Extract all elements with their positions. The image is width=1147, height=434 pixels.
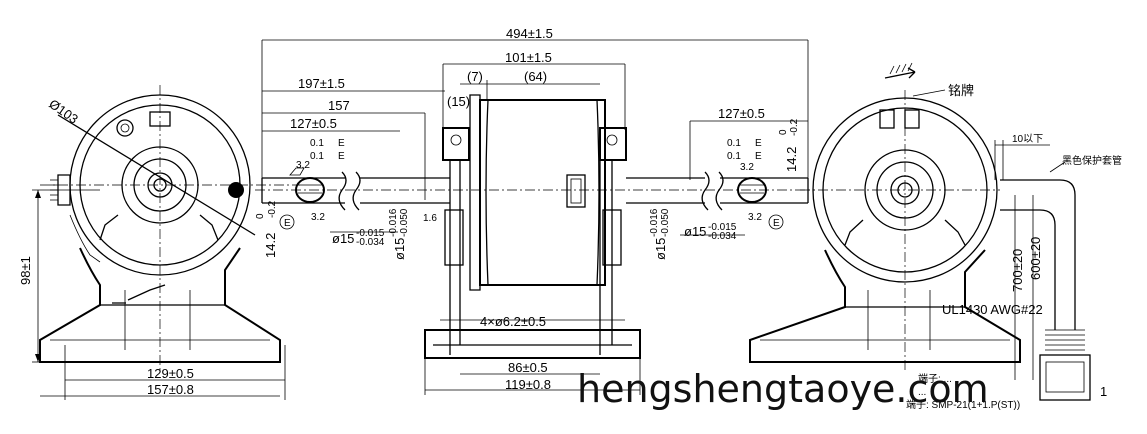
lead-600-label: 600±20 bbox=[1028, 237, 1043, 280]
roughness-3: 3.2 bbox=[740, 162, 754, 173]
left-end-view: Ø103 98±1 129±0.5 157±0.8 bbox=[18, 85, 300, 400]
base-86-label: 86±0.5 bbox=[508, 360, 548, 375]
roughness-1: 3.2 bbox=[296, 160, 310, 171]
small-dim-16: 1.6 bbox=[423, 213, 437, 224]
flat-tol-upper-left: 0 bbox=[255, 213, 266, 219]
flat-height-left: 14.2 bbox=[263, 233, 278, 258]
shaft-tol-upper-left: -0.015 bbox=[356, 228, 385, 239]
sleeve-label: 黑色保护套管 bbox=[1062, 154, 1122, 167]
datum-circle-left: E bbox=[284, 218, 291, 229]
flat-tol-lower-left: -0.2 bbox=[267, 200, 278, 218]
lead-700-label: 700±20 bbox=[1010, 249, 1025, 292]
shaft-fit-lower-right: -0.050 bbox=[660, 208, 671, 237]
dim-64-label: (64) bbox=[524, 69, 547, 84]
dim-7-label: (7) bbox=[467, 69, 483, 84]
dim-127-left-label: 127±0.5 bbox=[290, 116, 337, 131]
pin-1-label: 1 bbox=[1100, 384, 1107, 399]
runout-4: 0.1 bbox=[727, 151, 741, 162]
runout-2: 0.1 bbox=[310, 151, 324, 162]
shaft-dia-right: ø15 bbox=[684, 224, 706, 239]
shaft-fit-upper-right: -0.016 bbox=[649, 208, 660, 237]
shaft-tol-lower-right: -0.034 bbox=[708, 231, 737, 242]
runout-1: 0.1 bbox=[310, 138, 324, 149]
holes-label: 4×ø6.2±0.5 bbox=[480, 314, 546, 329]
shaft-tol-upper-right: -0.015 bbox=[708, 222, 737, 233]
connector-a: 端子: ... bbox=[918, 372, 952, 385]
roughness-2: 3.2 bbox=[311, 212, 325, 223]
nameplate-label: 铭牌 bbox=[948, 83, 974, 98]
datum-2: E bbox=[338, 151, 345, 162]
right-end-view: 铭牌 10以下 黑色保护套管 700±20 600±20 UL1430 AWG#… bbox=[749, 62, 1122, 411]
connector-b: ... bbox=[918, 387, 926, 398]
shaft-fit-lower-left: -0.050 bbox=[399, 208, 410, 237]
dia-103-label: Ø103 bbox=[46, 96, 81, 127]
roughness-4: 3.2 bbox=[748, 212, 762, 223]
wire-exit-label: 10以下 bbox=[1012, 134, 1043, 145]
datum-4: E bbox=[755, 151, 762, 162]
flat-tol-lower-right: -0.2 bbox=[789, 118, 800, 136]
dim-127-right-label: 127±0.5 bbox=[718, 106, 765, 121]
height-98-label: 98±1 bbox=[18, 256, 33, 285]
flat-height-right: 14.2 bbox=[784, 147, 799, 172]
connector-c: 端子: SMP-21(1+1.P(ST)) bbox=[906, 398, 1020, 411]
shaft-tol-lower-left: -0.034 bbox=[356, 237, 385, 248]
datum-circle-right: E bbox=[773, 218, 780, 229]
body-length-label: 101±1.5 bbox=[505, 50, 552, 65]
shaft-fit-left: ø15 bbox=[392, 238, 407, 260]
watermark: hengshengtaoye.com bbox=[577, 367, 989, 411]
datum-3: E bbox=[755, 138, 762, 149]
shaft-fit-right: ø15 bbox=[653, 238, 668, 260]
overall-length-label: 494±1.5 bbox=[506, 26, 553, 41]
base-119-label: 119±0.8 bbox=[505, 377, 551, 392]
base-129-label: 129±0.5 bbox=[147, 366, 194, 381]
dim-157-label: 157 bbox=[328, 98, 350, 113]
side-view: 494±1.5 101±1.5 (7) (64) (15) 197±1.5 15… bbox=[255, 26, 815, 395]
flat-tol-upper-right: 0 bbox=[778, 129, 789, 135]
dim-15-label: (15) bbox=[447, 94, 470, 109]
shaft-fit-upper-left: -0.016 bbox=[388, 208, 399, 237]
shaft-dia-left: ø15 bbox=[332, 231, 354, 246]
wire-spec-label: UL1430 AWG#22 bbox=[942, 302, 1043, 317]
runout-3: 0.1 bbox=[727, 138, 741, 149]
svg-text:Ø103: Ø103 bbox=[46, 96, 81, 127]
base-157-label: 157±0.8 bbox=[147, 382, 194, 397]
dim-197-label: 197±1.5 bbox=[298, 76, 345, 91]
datum-1: E bbox=[338, 138, 345, 149]
